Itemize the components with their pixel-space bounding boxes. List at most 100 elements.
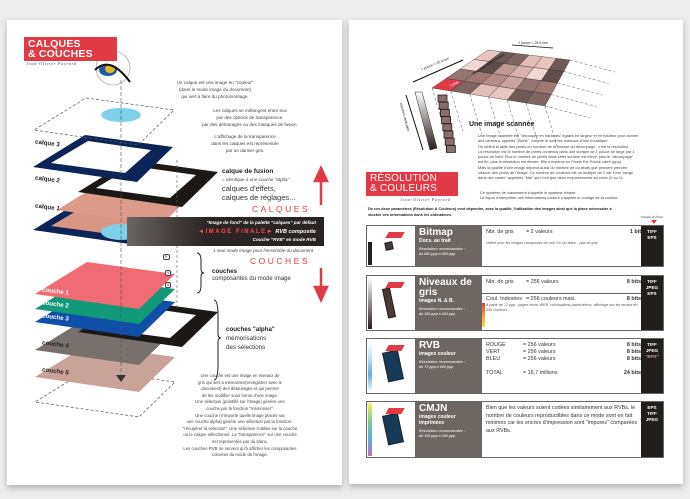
ruler-inch-line: [412, 59, 464, 83]
alpha-title: couches "alpha": [226, 326, 275, 333]
left-page: [7, 20, 342, 485]
reco-line: de 72 ppp à 300 ppp: [419, 365, 454, 369]
mode-icon: [367, 276, 415, 330]
text-line: des carreaux appelés "pixels", comme le …: [478, 138, 609, 144]
text-line: couche par la fonction "mémoriser".: [206, 405, 274, 411]
calques-word: CALQUES: [252, 204, 311, 214]
title-line-2: & COULEURS: [370, 183, 438, 194]
layer-stack-icon: [385, 282, 405, 288]
text-line: stocker ces informations dans les ordina…: [368, 212, 453, 217]
mode-name: RVB: [419, 340, 440, 351]
value-key: Nbr. de gris: [486, 229, 514, 235]
color-scale-bar: [368, 277, 372, 329]
value-key: ROUGE: [486, 342, 506, 348]
left-title: CALQUES& COUCHES: [24, 37, 117, 61]
fusion-sub: = identique à une couche "alpha": [222, 177, 290, 182]
text-line: pouce de haut. Plus le nombre de pixels …: [478, 154, 634, 160]
final-image-label: ◄IMAGE FINALE►: [198, 228, 275, 235]
ruler-side-line: [405, 94, 424, 151]
couches-word: COUCHES: [250, 256, 311, 266]
title-line-1: RÉSOLUTION: [370, 173, 438, 184]
layer-stack-icon: [385, 345, 405, 351]
text-line: (dans le mode image du document): [178, 86, 252, 92]
banner-line-1: "Image de fond" de la palette "calques" …: [206, 220, 316, 225]
scan-title: Une image scannée: [469, 121, 535, 128]
color-scale-bar: [368, 227, 372, 265]
brace-couches-icon: [196, 252, 205, 294]
bit-cube: [443, 130, 454, 139]
text-line: De ces deux paramètres (Résolution & Cou…: [368, 207, 612, 211]
formats-label: Formats de fichier: [641, 215, 664, 219]
value-bits: 8 bits: [626, 356, 641, 363]
text-line: Un calque est une image en "couleur": [176, 80, 254, 85]
brace-alpha-icon: [213, 299, 222, 381]
mode-details: Bien que les valeurs soient codées simil…: [486, 405, 641, 435]
grid-extension-line: [544, 105, 558, 147]
value-key: BLEU: [486, 356, 501, 363]
mode-cube-icon: [382, 412, 404, 446]
image-ellipse-top: [101, 108, 141, 122]
text-line: "récupérer la sélection". Une sélection …: [182, 425, 298, 431]
calque-intro: Un calque est une image en "couleur"(dan…: [140, 80, 290, 100]
file-format: TIFF: [647, 279, 657, 284]
formats-marker-icon: [651, 220, 657, 224]
mode-sub: images couleur imprimées: [419, 414, 456, 426]
value-key: Nbr. de gris: [486, 279, 514, 285]
channel-badge-R: R: [163, 254, 170, 260]
channel-badge-V: V: [165, 270, 172, 276]
text-line: par des détourages ou des masques de fus…: [202, 121, 298, 127]
recommended-resolution: Résolution recommandée :de 72 ppp à 300 …: [419, 360, 478, 370]
adjust-label: calques de réglages...: [222, 193, 296, 202]
scan-text: Une image scannée est "découpée en tranc…: [478, 133, 638, 181]
arrow-down-red-icon: [313, 268, 329, 303]
left-author: Jean-Olivier Payrard: [26, 61, 77, 66]
indexed-color-bar: [482, 303, 485, 327]
value-bits: 8 bits: [626, 296, 641, 303]
recommended-resolution: Résolution recommandée :de 600 ppp à 800…: [419, 247, 478, 257]
text-line: Une sélection (pointillé sur l'image) gé…: [195, 399, 285, 405]
file-format: EPS: [647, 291, 657, 296]
grid-extension-line: [551, 94, 597, 107]
couches-title: couches: [212, 268, 238, 275]
recommended-resolution: Résolution recommandée :de 150 ppp à 300…: [419, 429, 478, 439]
reco-line: Résolution recommandée :: [419, 307, 466, 311]
mode-cube-icon: [381, 287, 397, 319]
final-image-banner: "Image de fond" de la palette "calques" …: [127, 217, 324, 246]
file-format: TIFF: [647, 229, 657, 234]
text-line: par un damier gris.: [225, 147, 265, 153]
couche-1-layer: [35, 262, 175, 309]
channel-badge-B: B: [165, 282, 172, 288]
text-line: est fin, plus la résolution est élevée. …: [478, 159, 623, 165]
reco-line: Résolution recommandée :: [419, 247, 466, 251]
mode-sub: Docs. au trait: [419, 238, 451, 244]
divider: [482, 293, 645, 295]
mode-name: Niveaux de gris: [419, 277, 472, 298]
bit-cube: [442, 123, 453, 132]
bit-cube: [438, 101, 449, 110]
couches-sub: composantes du mode image: [212, 276, 291, 282]
ruler-top-label: 1 pouce = 25,4 mm: [518, 41, 549, 45]
file-format: TIFF: [647, 342, 657, 347]
value-bits: 8 bits: [626, 349, 641, 356]
value-val: = 256 couleurs maxi.: [526, 296, 576, 303]
reco-line: de 150 ppp à 300 ppp: [419, 312, 456, 316]
value-bits: 24 bits: [623, 369, 641, 376]
one-mode-note: 1 seul mode image pour l'ensemble du doc…: [213, 248, 314, 253]
